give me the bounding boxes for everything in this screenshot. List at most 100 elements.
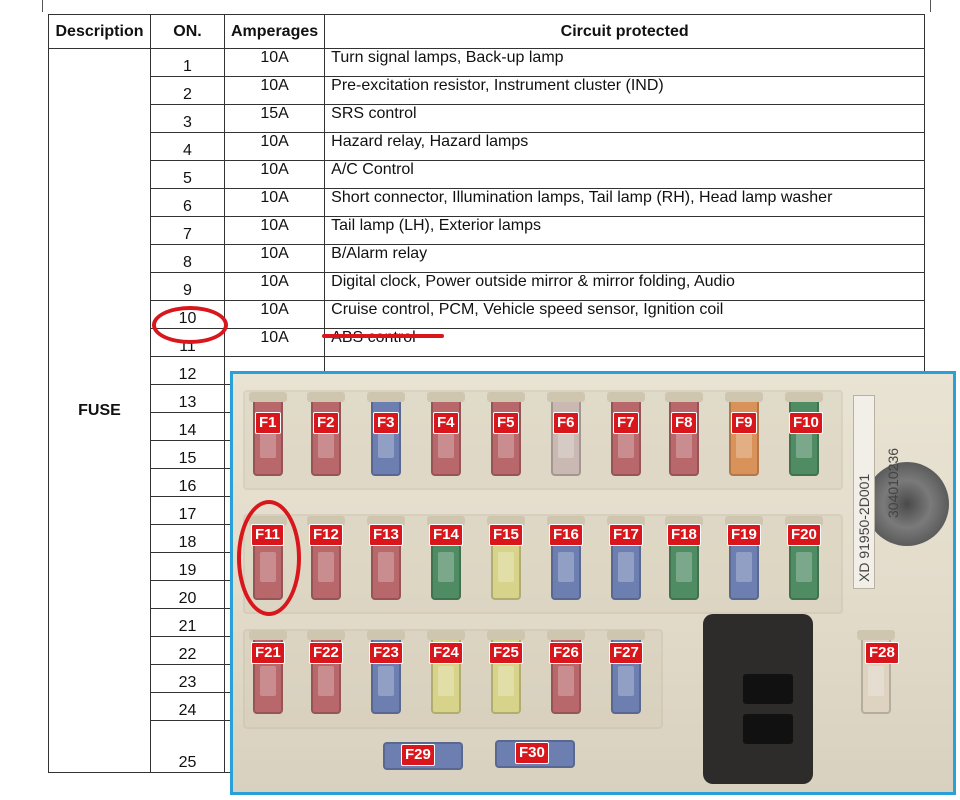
amperage-cell: 10A [223,244,326,273]
fuse [785,392,823,476]
fuse-cap [547,392,585,402]
fuse-cap [249,392,287,402]
circuit-cell: ABS control [324,328,926,357]
circuit-cell: Hazard relay, Hazard lamps [324,132,926,161]
amperage-cell: 10A [223,48,326,77]
fuse-number-cell: 25 [150,720,225,773]
fuse-number-cell: 12 [150,356,225,385]
fuse-window [868,666,884,696]
fuse-window [318,666,334,696]
amperage-cell: 10A [223,132,326,161]
fuse-cap [249,630,287,640]
fuse-number-cell: 22 [150,636,225,665]
fuse-label: F29 [401,744,435,766]
part-code-text: 304010236 [885,447,901,518]
fuse-window [736,552,752,582]
fuse-cap [367,630,405,640]
header-description: Description [48,14,151,49]
page-border-right [930,0,931,12]
fuse-window [378,428,394,458]
fuse-number-cell: 1 [150,48,225,77]
fuse-label: F16 [549,524,583,546]
fuse-label: F19 [727,524,761,546]
fuse [307,392,345,476]
fuse-number-cell: 15 [150,440,225,469]
fuse-window [498,428,514,458]
fuse-label: F30 [515,742,549,764]
fuse-label: F20 [787,524,821,546]
amperage-cell: 10A [223,216,326,245]
fuse-label: F27 [609,642,643,664]
fuse-window [378,552,394,582]
fuse-window [378,666,394,696]
fuse-cap [427,630,465,640]
amperage-cell: 10A [223,160,326,189]
group-label-cell: FUSE [48,48,151,773]
fuse-cap [785,392,823,402]
fuse-cap [487,630,525,640]
fuse-window [796,428,812,458]
circuit-cell: Cruise control, PCM, Vehicle speed senso… [324,300,926,329]
fuse-label: F3 [373,412,399,434]
header-amperages: Amperages [223,14,326,49]
fuse-cap [547,516,585,526]
fuse-number-cell: 23 [150,664,225,693]
fuse-cap [607,392,645,402]
fuse-cap [367,392,405,402]
page-border-left [42,0,43,12]
fuse-label: F21 [251,642,285,664]
fuse-number-cell: 7 [150,216,225,245]
fuse [607,392,645,476]
fuse-label: F18 [667,524,701,546]
fuse-number-cell: 24 [150,692,225,721]
fuse [249,392,287,476]
header-circuit: Circuit protected [324,14,926,49]
fuse [547,392,585,476]
amperage-cell: 10A [223,272,326,301]
circuit-cell: SRS control [324,104,926,133]
highlight-fuse-f11-ellipse [237,500,301,616]
fuse-number-cell: 17 [150,496,225,525]
fuse-cap [665,392,703,402]
fuse [367,392,405,476]
fuse-number-cell: 9 [150,272,225,301]
fuse-cap [427,392,465,402]
fuse-number-cell: 19 [150,552,225,581]
fuse-window [558,552,574,582]
fuse-window [498,666,514,696]
fuse-window [318,552,334,582]
fuse-window [676,428,692,458]
fuse-label: F24 [429,642,463,664]
fuse-window [438,428,454,458]
fuse-label: F17 [609,524,643,546]
fuse-number-cell: 2 [150,76,225,105]
circuit-cell: Short connector, Illumination lamps, Tai… [324,188,926,217]
fuse-label: F26 [549,642,583,664]
relay-connector [703,614,813,784]
fuse-number-cell: 6 [150,188,225,217]
fuse-label: F4 [433,412,459,434]
fuse-window [676,552,692,582]
fuse-cap [307,392,345,402]
fuse-cap [427,516,465,526]
fuse-label: F1 [255,412,281,434]
highlight-fuse-10-ellipse [152,306,228,344]
fuse-cap [307,630,345,640]
amperage-cell: 10A [223,328,326,357]
fuse-number-cell: 21 [150,608,225,637]
fuse-cap [857,630,895,640]
fuse-window [558,428,574,458]
fuse-cap [665,516,703,526]
fuse-window [618,666,634,696]
circuit-cell: Turn signal lamps, Back-up lamp [324,48,926,77]
fuse-window [438,666,454,696]
fuse-window [498,552,514,582]
